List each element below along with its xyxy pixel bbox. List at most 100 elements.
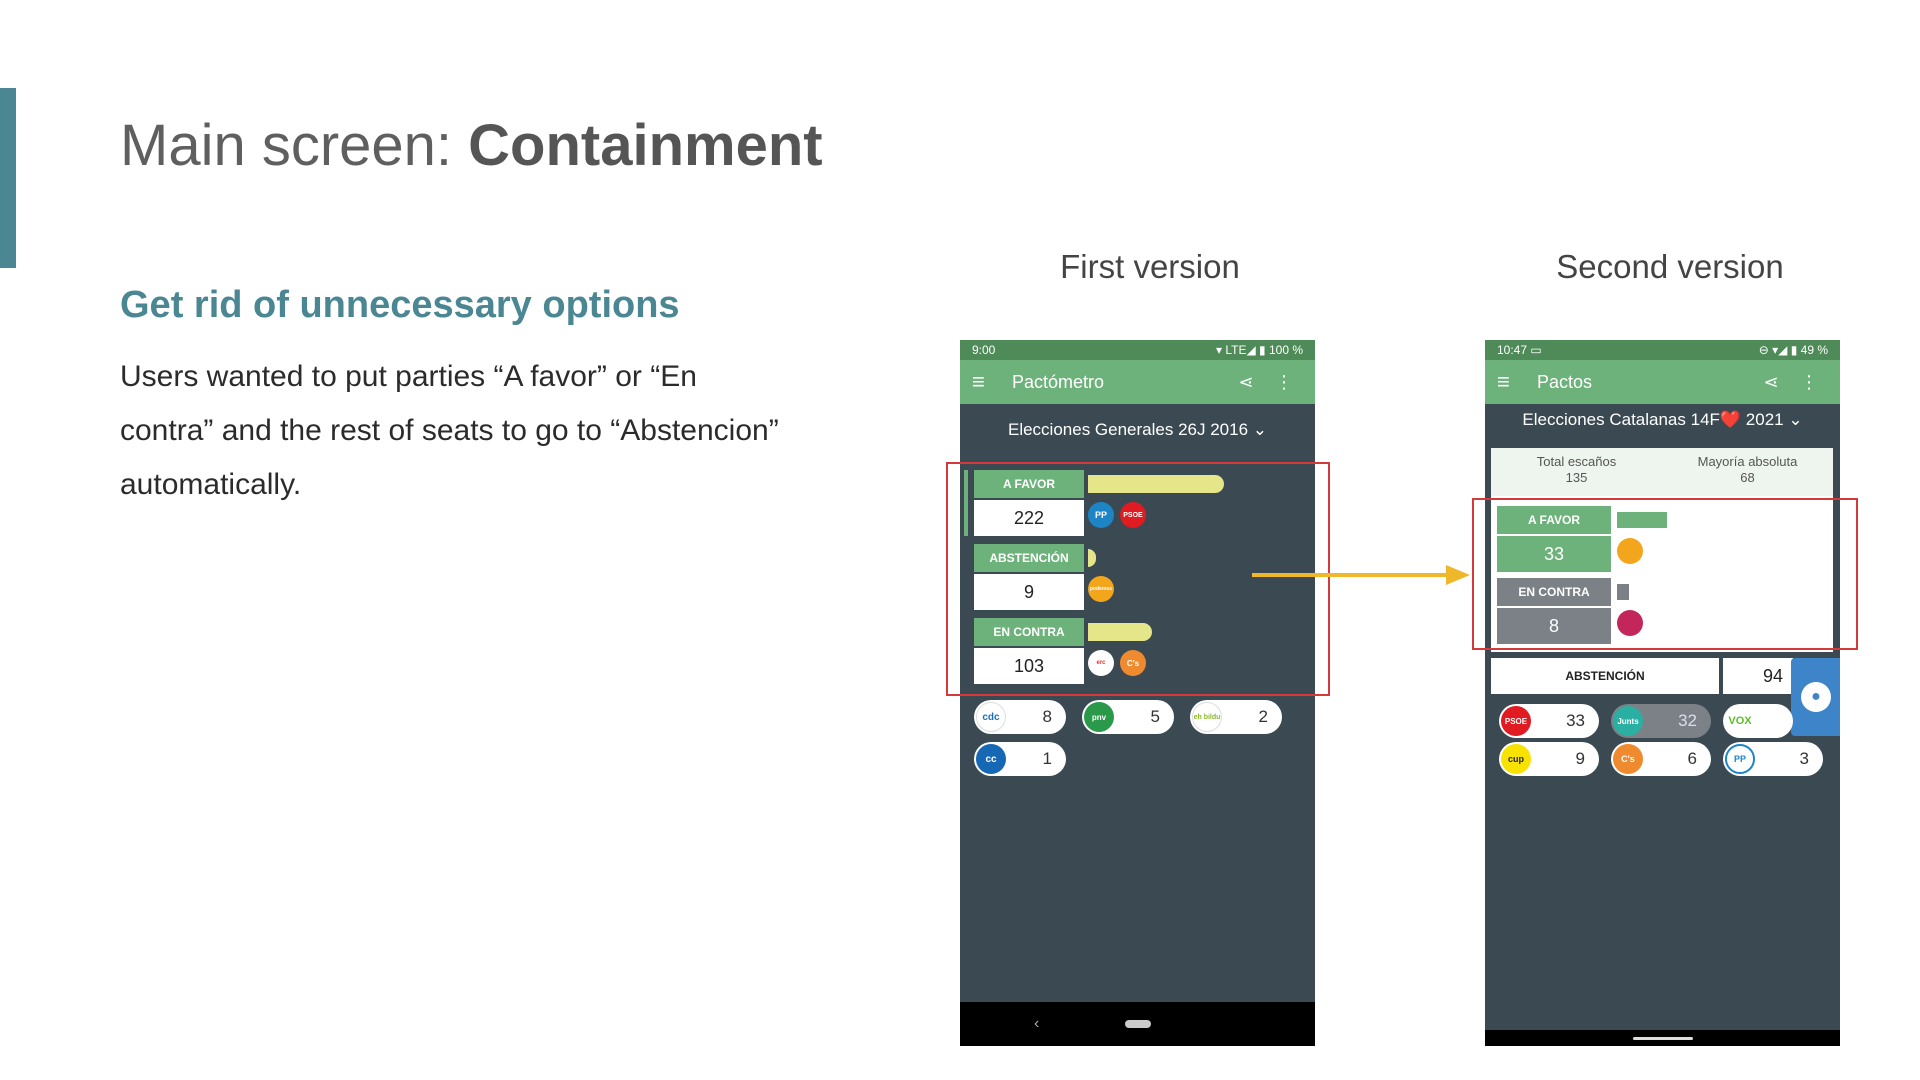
first-version-label: First version — [1060, 248, 1240, 285]
cc-logo: cc — [976, 744, 1006, 774]
podemos-logo: podemos — [1088, 576, 1114, 602]
status-bar: 10:47 ▭ ⊖ ▾◢ ▮ 49 % — [1485, 340, 1840, 360]
party-chip[interactable]: cdc 8 — [974, 700, 1066, 734]
contra-label: EN CONTRA — [974, 618, 1084, 646]
arrow-line — [1252, 573, 1452, 577]
selected-indicator — [964, 470, 968, 536]
back-icon[interactable]: ‹ — [1034, 1015, 1040, 1032]
status-time: 10:47 ▭ — [1497, 343, 1542, 357]
chip-seats: 3 — [1799, 749, 1809, 768]
majority-value: 68 — [1740, 470, 1755, 485]
status-bar: 9:00 ▾ LTE◢ ▮ 100 % — [960, 340, 1315, 360]
party-chip[interactable]: pnv 5 — [1082, 700, 1174, 734]
favor-bar — [1617, 512, 1667, 528]
abstention-row[interactable]: ABSTENCIÓN 94 — [1491, 658, 1793, 694]
highlight-box-first — [946, 462, 1330, 696]
total-seats-label: Total escaños — [1536, 454, 1617, 469]
phone-first-version: 9:00 ▾ LTE◢ ▮ 100 % ≡ Pactómetro ⋖ ⋮ Ele… — [960, 340, 1315, 1046]
pacts-fab[interactable]: ● — [1791, 658, 1840, 736]
pdecat-logo — [1617, 610, 1643, 636]
contra-value: 103 — [974, 648, 1084, 684]
chip-seats: 1 — [1042, 749, 1052, 768]
contra-bar — [1088, 623, 1152, 641]
ecp-logo — [1617, 538, 1643, 564]
party-chip[interactable]: PSOE 33 — [1499, 704, 1599, 738]
vox-logo: VOX — [1725, 706, 1755, 736]
menu-icon[interactable]: ≡ — [1497, 369, 1510, 394]
slide-title-bold: Containment — [468, 113, 823, 178]
more-icon[interactable]: ⋮ — [1275, 371, 1293, 392]
status-indicators: ⊖ ▾◢ ▮ 49 % — [1758, 343, 1828, 357]
party-chip[interactable]: cup 9 — [1499, 742, 1599, 776]
pnv-logo: pnv — [1084, 702, 1114, 732]
menu-icon[interactable]: ≡ — [972, 369, 985, 394]
chip-seats: 6 — [1687, 749, 1697, 768]
status-indicators: ▾ LTE◢ ▮ 100 % — [1216, 343, 1303, 357]
chip-seats: 9 — [1575, 749, 1585, 768]
cs-logo: C's — [1120, 650, 1146, 676]
total-seats-value: 135 — [1565, 470, 1588, 485]
junts-logo: Junts — [1613, 706, 1643, 736]
election-selector[interactable]: Elecciones Generales 26J 2016 ⌄ — [1007, 420, 1267, 439]
app-bar: ≡ Pactómetro ⋖ ⋮ — [960, 360, 1315, 404]
cs-logo: C's — [1613, 744, 1643, 774]
absolute-majority: Mayoría absoluta 68 — [1662, 448, 1833, 496]
contra-label: EN CONTRA — [1497, 578, 1611, 606]
contra-group[interactable]: EN CONTRA 8 — [1497, 578, 1611, 644]
home-pill-icon[interactable] — [1124, 1020, 1151, 1028]
abstention-value: 9 — [974, 574, 1084, 610]
favor-group[interactable]: A FAVOR 33 — [1497, 506, 1611, 572]
party-chip[interactable]: eh bildu 2 — [1190, 700, 1282, 734]
favor-group[interactable]: A FAVOR 222 — [974, 470, 1084, 536]
phone-second-version: 10:47 ▭ ⊖ ▾◢ ▮ 49 % ≡ Pactos ⋖ ⋮ Eleccio… — [1485, 340, 1840, 1046]
favor-label: A FAVOR — [974, 470, 1084, 498]
erc-logo: erc — [1088, 650, 1114, 676]
accent-bar — [0, 88, 16, 268]
slide-body-text: Users wanted to put parties “A favor” or… — [120, 360, 779, 501]
psoe-logo: PSOE — [1501, 706, 1531, 736]
party-chip[interactable]: C's 6 — [1611, 742, 1711, 776]
chip-seats: 8 — [1042, 707, 1052, 726]
contra-value: 8 — [1497, 608, 1611, 644]
pp-logo: PP — [1088, 502, 1114, 528]
cdc-logo: cdc — [976, 702, 1006, 732]
share-icon[interactable]: ⋖ — [1238, 371, 1254, 392]
abstention-group[interactable]: ABSTENCIÓN 9 — [974, 544, 1084, 610]
favor-bar — [1088, 475, 1224, 493]
highlight-box-second — [1472, 498, 1858, 650]
party-chip[interactable]: Junts 32 — [1611, 704, 1711, 738]
chip-seats: 33 — [1566, 711, 1585, 730]
party-chip[interactable]: cc 1 — [974, 742, 1066, 776]
chip-seats: 2 — [1258, 707, 1268, 726]
second-version-label: Second version — [1556, 248, 1784, 285]
party-chip[interactable]: VOX — [1723, 704, 1793, 738]
chip-seats: 5 — [1150, 707, 1160, 726]
contra-bar — [1617, 584, 1629, 600]
favor-value: 222 — [974, 500, 1084, 536]
chip-seats: 32 — [1678, 711, 1697, 730]
abstention-bar — [1088, 549, 1096, 567]
party-chip[interactable]: PP 3 — [1723, 742, 1823, 776]
slide-title: Main screen: Containment — [120, 112, 823, 179]
favor-value: 33 — [1497, 536, 1611, 572]
slide-subtitle: Get rid of unnecessary options — [120, 284, 680, 326]
total-seats: Total escaños 135 — [1491, 448, 1662, 496]
contra-group[interactable]: EN CONTRA 103 — [974, 618, 1084, 684]
slide-title-light: Main screen: — [120, 113, 469, 178]
more-icon[interactable]: ⋮ — [1800, 371, 1818, 392]
app-title: Pactómetro — [1012, 371, 1105, 392]
abstention-label: ABSTENCIÓN — [974, 544, 1084, 572]
psoe-logo: PSOE — [1120, 502, 1146, 528]
share-icon[interactable]: ⋖ — [1763, 371, 1779, 392]
abstention-value: 94 — [1723, 658, 1793, 694]
status-time: 9:00 — [972, 343, 996, 357]
election-selector[interactable]: Elecciones Catalanas 14F❤️ 2021 ⌄ — [1522, 410, 1803, 429]
pp-logo: PP — [1725, 744, 1755, 774]
gesture-handle[interactable] — [1632, 1036, 1693, 1040]
bildu-logo: eh bildu — [1192, 702, 1222, 732]
gesture-bar — [1485, 1030, 1840, 1046]
arrow-head-icon — [1446, 565, 1470, 585]
totals-panel: Total escaños 135 Mayoría absoluta 68 — [1491, 448, 1833, 496]
group-icon: ● — [1801, 682, 1831, 712]
cup-logo: cup — [1501, 744, 1531, 774]
